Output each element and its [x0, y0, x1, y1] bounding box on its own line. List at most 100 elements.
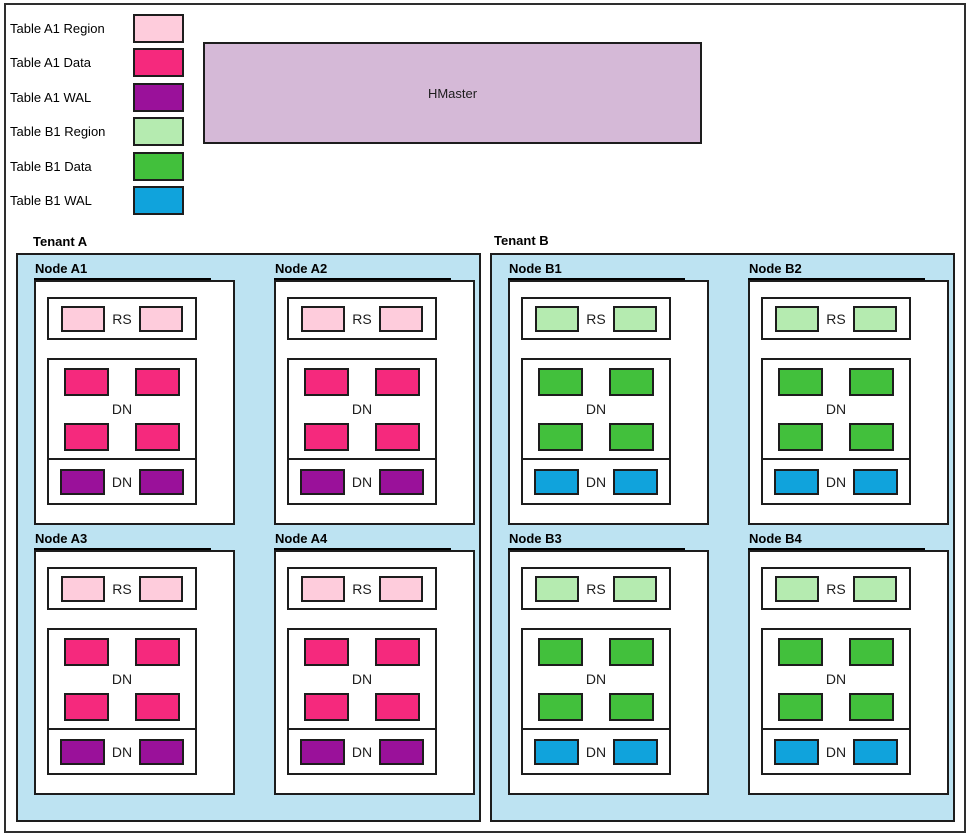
data-chip — [849, 367, 894, 396]
wal-chip — [139, 468, 185, 495]
node-label: Node B3 — [508, 531, 685, 550]
wal-chip — [299, 468, 345, 495]
dn-label: DN — [351, 473, 373, 490]
region-server-box: RS — [521, 297, 671, 340]
data-chip — [64, 637, 109, 666]
datanode-wal-box: DN — [47, 728, 197, 775]
data-chip — [778, 422, 823, 451]
data-chip — [609, 422, 654, 451]
data-chip-row — [763, 367, 909, 396]
node-label: Node B1 — [508, 261, 685, 280]
data-chip — [64, 367, 109, 396]
tenant-a-label: Tenant A — [33, 234, 88, 249]
region-chip — [535, 305, 580, 332]
rs-label: RS — [586, 580, 606, 597]
rs-label: RS — [112, 310, 132, 327]
dn-label: DN — [111, 743, 133, 760]
region-server-box: RS — [761, 567, 911, 610]
region-chip — [61, 575, 106, 602]
dn-label: DN — [585, 743, 607, 760]
wal-chip — [613, 468, 659, 495]
data-chip-row — [49, 637, 195, 666]
legend-item-a1-region: Table A1 Region — [10, 14, 200, 43]
node-box: RS DN DN — [748, 280, 949, 525]
tenant-b-label: Tenant B — [494, 233, 549, 248]
wal-chip — [379, 738, 425, 765]
node-box: RS DN DN — [34, 550, 235, 795]
dn-label: DN — [825, 743, 847, 760]
dn-label: DN — [585, 671, 607, 687]
node-label: Node B2 — [748, 261, 925, 280]
region-chip — [138, 305, 183, 332]
legend-swatch-b1-data — [133, 152, 184, 181]
legend-label: Table A1 WAL — [10, 90, 92, 105]
wal-chip — [853, 468, 899, 495]
dn-label: DN — [351, 401, 373, 417]
node-node-b3: Node B3 RS DN DN — [508, 531, 709, 795]
region-server-box: RS — [287, 567, 437, 610]
datanode-data-box: DN — [761, 628, 911, 730]
datanode-wal-box: DN — [47, 458, 197, 505]
legend-swatch-b1-region — [133, 117, 184, 146]
hmaster-label: HMaster — [427, 85, 478, 101]
data-chip — [849, 422, 894, 451]
region-chip — [612, 305, 657, 332]
data-chip — [849, 692, 894, 721]
data-chip — [375, 367, 420, 396]
data-chip-row — [763, 637, 909, 666]
node-box: RS DN DN — [274, 550, 475, 795]
data-chip — [64, 422, 109, 451]
wal-chip — [613, 738, 659, 765]
data-chip-row — [49, 422, 195, 451]
node-box: RS DN DN — [748, 550, 949, 795]
data-chip — [538, 692, 583, 721]
region-chip — [301, 575, 346, 602]
dn-label: DN — [111, 671, 133, 687]
rs-label: RS — [352, 310, 372, 327]
region-server-box: RS — [287, 297, 437, 340]
region-chip — [612, 575, 657, 602]
wal-chip — [853, 738, 899, 765]
data-chip-row — [289, 692, 435, 721]
datanode-wal-box: DN — [287, 458, 437, 505]
data-chip — [609, 637, 654, 666]
tenant-a-box: Node A1 RS DN DN — [16, 253, 481, 822]
datanode-data-box: DN — [287, 628, 437, 730]
data-chip-row — [523, 422, 669, 451]
datanode-data-box: DN — [521, 358, 671, 460]
node-box: RS DN DN — [508, 280, 709, 525]
region-chip — [775, 575, 820, 602]
dn-label: DN — [825, 401, 847, 417]
legend-label: Table B1 WAL — [10, 193, 92, 208]
rs-label: RS — [586, 310, 606, 327]
legend-swatch-b1-wal — [133, 186, 184, 215]
region-chip — [378, 305, 423, 332]
diagram-outer-border — [4, 3, 966, 833]
data-chip — [375, 422, 420, 451]
data-chip — [538, 367, 583, 396]
legend-item-b1-region: Table B1 Region — [10, 117, 200, 146]
rs-label: RS — [826, 580, 846, 597]
node-box: RS DN DN — [34, 280, 235, 525]
data-chip-row — [289, 422, 435, 451]
legend-label: Table A1 Data — [10, 55, 91, 70]
datanode-data-box: DN — [761, 358, 911, 460]
wal-chip — [379, 468, 425, 495]
data-chip — [304, 367, 349, 396]
data-chip — [135, 367, 180, 396]
rs-label: RS — [112, 580, 132, 597]
data-chip — [304, 422, 349, 451]
wal-chip — [139, 738, 185, 765]
data-chip-row — [289, 367, 435, 396]
data-chip — [135, 692, 180, 721]
region-chip — [138, 575, 183, 602]
datanode-wal-box: DN — [761, 728, 911, 775]
node-node-b2: Node B2 RS DN DN — [748, 261, 949, 525]
data-chip-row — [763, 692, 909, 721]
data-chip — [609, 692, 654, 721]
dn-label: DN — [111, 473, 133, 490]
data-chip-row — [289, 637, 435, 666]
region-chip — [852, 575, 897, 602]
dn-label: DN — [825, 671, 847, 687]
